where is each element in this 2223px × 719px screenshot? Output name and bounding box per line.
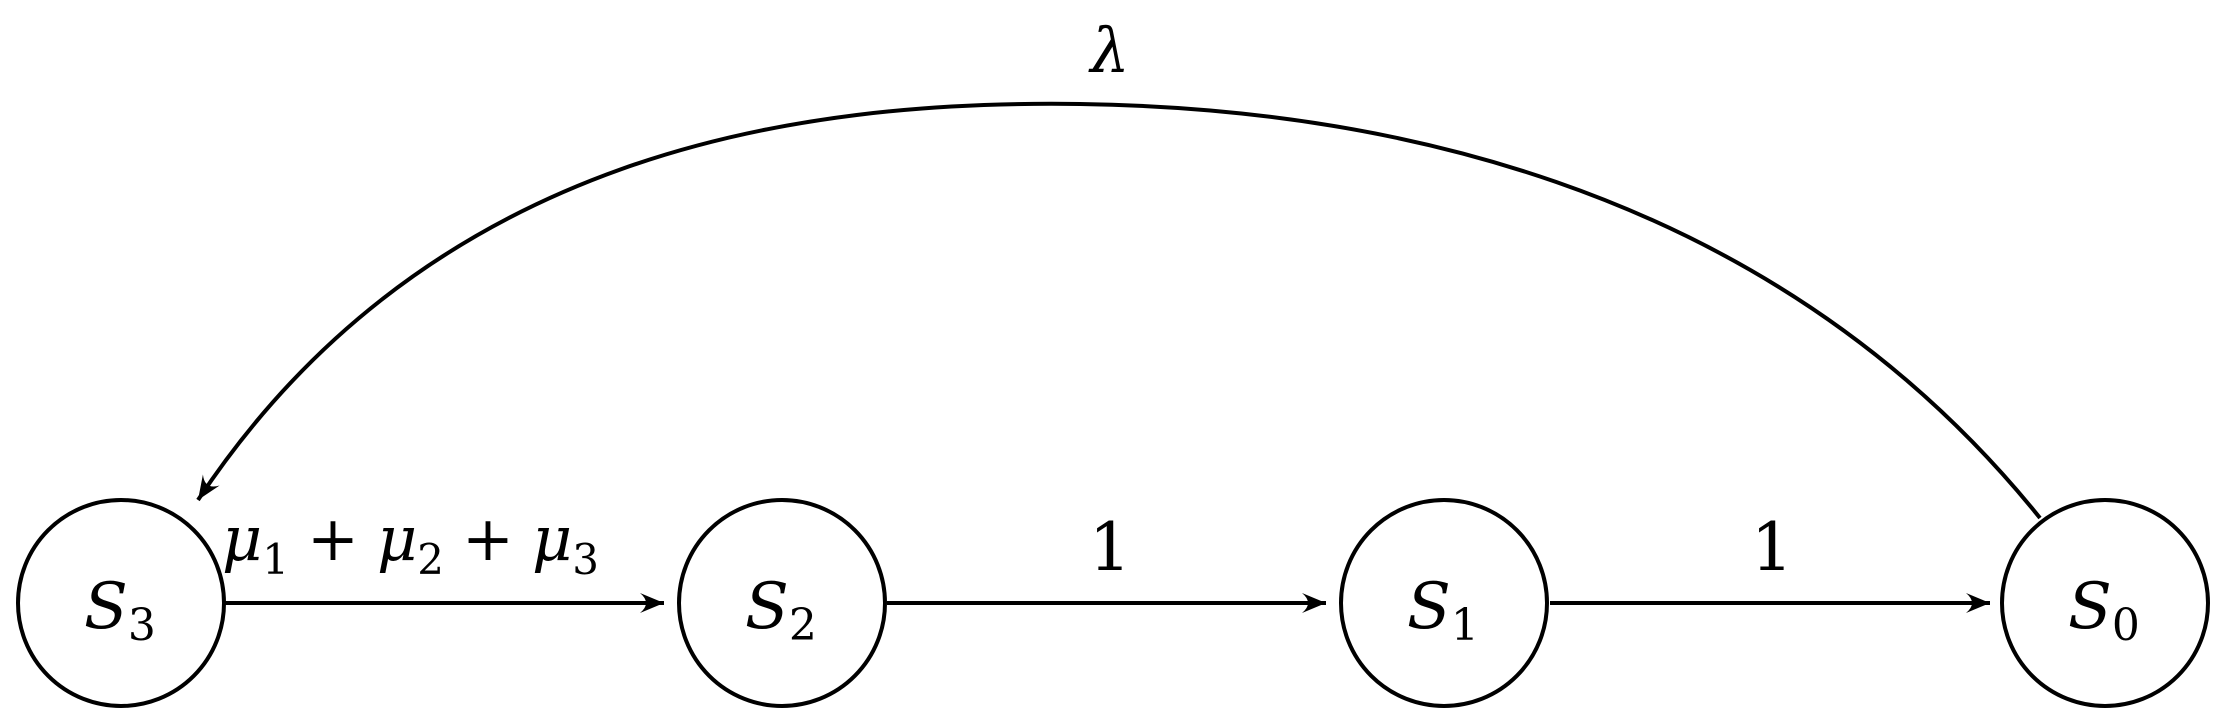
node-s2-letter: S bbox=[745, 570, 789, 644]
mu-term-1: μ bbox=[222, 502, 262, 575]
node-s1: S1 bbox=[1339, 498, 1549, 708]
edge-label-mu-sum: μ1+μ2+μ3 bbox=[222, 502, 599, 584]
edge-label-s1-s0: 1 bbox=[1751, 509, 1793, 586]
node-s0-circle bbox=[2000, 498, 2210, 708]
edge-label-lambda: λ bbox=[1087, 14, 1129, 87]
node-s2-subscript: 2 bbox=[789, 600, 817, 651]
node-s3-circle bbox=[16, 498, 226, 708]
mu-sub-1: 1 bbox=[262, 535, 289, 584]
mu-sub-2: 2 bbox=[417, 535, 444, 584]
node-s3-letter: S bbox=[84, 570, 128, 644]
mu-term-2: μ bbox=[377, 502, 417, 575]
node-s3-label: S3 bbox=[84, 570, 156, 651]
node-s0: S0 bbox=[2000, 498, 2210, 708]
plus-sign-1: + bbox=[307, 502, 359, 575]
node-s2-circle bbox=[677, 498, 887, 708]
node-s1-label: S1 bbox=[1407, 570, 1479, 651]
node-s3: S3 bbox=[16, 498, 226, 708]
plus-sign-2: + bbox=[462, 502, 514, 575]
node-s0-label: S0 bbox=[2068, 570, 2140, 651]
edge-s0-to-s3 bbox=[196, 101, 2042, 520]
node-s1-circle bbox=[1339, 498, 1549, 708]
node-s1-letter: S bbox=[1407, 570, 1451, 644]
mu-sub-3: 3 bbox=[572, 535, 599, 584]
node-s2-label: S2 bbox=[745, 570, 817, 651]
node-s0-letter: S bbox=[2068, 570, 2112, 644]
node-s1-subscript: 1 bbox=[1451, 600, 1479, 651]
node-s3-subscript: 3 bbox=[128, 600, 156, 651]
node-s0-subscript: 0 bbox=[2112, 600, 2140, 651]
node-s2: S2 bbox=[677, 498, 887, 708]
edge-label-s2-s1: 1 bbox=[1089, 509, 1131, 586]
mu-term-3: μ bbox=[532, 502, 572, 575]
